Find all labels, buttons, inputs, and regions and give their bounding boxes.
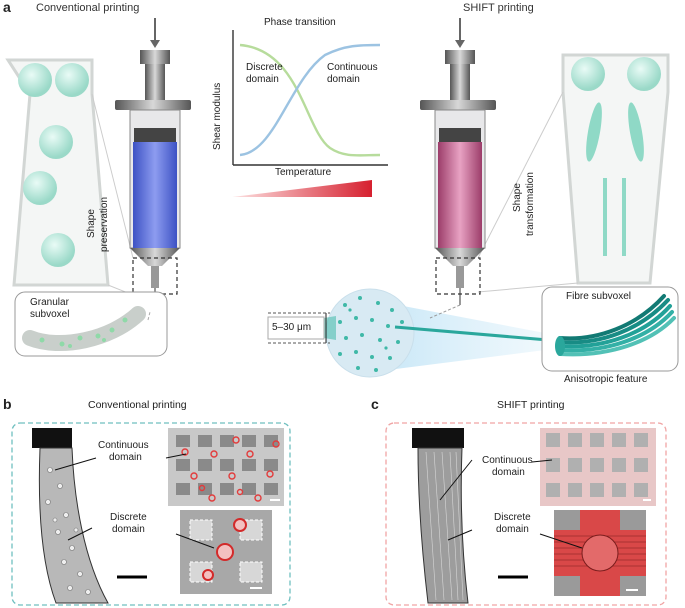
panel-b-strand [38, 447, 109, 604]
panel-c-strand [417, 447, 469, 604]
granular-label-2: subvoxel [30, 309, 70, 320]
shape-transformation-2: transformation [525, 172, 536, 236]
panel-c-discrete-1: Discrete [494, 512, 531, 523]
panel-c-title: SHIFT printing [497, 399, 565, 411]
granular-label-1: Granular [30, 297, 69, 308]
panel-b-letter: b [3, 396, 12, 412]
panel-b-continuous-1: Continuous [98, 440, 149, 451]
panel-c-letter: c [371, 396, 379, 412]
panel-c-continuous-2: domain [492, 467, 525, 478]
fibre-bundle [558, 294, 676, 357]
disc-particles [338, 296, 404, 372]
phase-ylabel: Shear modulus [212, 82, 223, 150]
phase-plot [232, 30, 388, 166]
right-syringe [420, 18, 496, 305]
phase-title: Phase transition [264, 17, 336, 28]
panel-b-frame [11, 422, 291, 606]
discrete-domain-curve [239, 43, 381, 157]
right-nozzle-box [435, 257, 481, 295]
left-syringe [115, 18, 191, 305]
continuous-label-2: domain [327, 74, 360, 85]
anisotropic-feature-label: Anisotropic feature [564, 374, 648, 385]
panel-b-continuous-2: domain [109, 452, 142, 463]
continuous-domain-curve [239, 43, 381, 157]
light-beam [372, 300, 545, 372]
continuous-label-1: Continuous [327, 62, 378, 73]
panel-c-continuous-1: Continuous [482, 455, 533, 466]
size-range: 5–30 μm [272, 322, 312, 333]
panel-c-frame [385, 422, 667, 606]
discrete-label-2: domain [246, 74, 279, 85]
particle-disc [325, 288, 415, 378]
phase-xlabel: Temperature [275, 167, 332, 178]
discrete-label-1: Discrete [246, 62, 283, 73]
panel-c-discrete-2: domain [496, 524, 529, 535]
panel-b-title: Conventional printing [88, 399, 187, 411]
right-voxel-outline [561, 53, 670, 285]
fibre-subvoxel-label: Fibre subvoxel [566, 291, 632, 302]
shape-preservation-2: preservation [99, 196, 110, 252]
panel-b-discrete-1: Discrete [110, 512, 147, 523]
shape-preservation-1: Shape [86, 209, 97, 238]
size-range-box [267, 316, 325, 340]
temperature-gradient [232, 180, 372, 197]
right-title: SHIFT printing [463, 2, 534, 14]
left-title: Conventional printing [36, 2, 140, 14]
shape-transformation-1: Shape [512, 183, 523, 212]
panel-a-letter: a [3, 0, 11, 15]
right-voxel-shapes [571, 57, 661, 256]
left-voxel-beads [18, 63, 89, 267]
panel-b-discrete-2: domain [112, 524, 145, 535]
